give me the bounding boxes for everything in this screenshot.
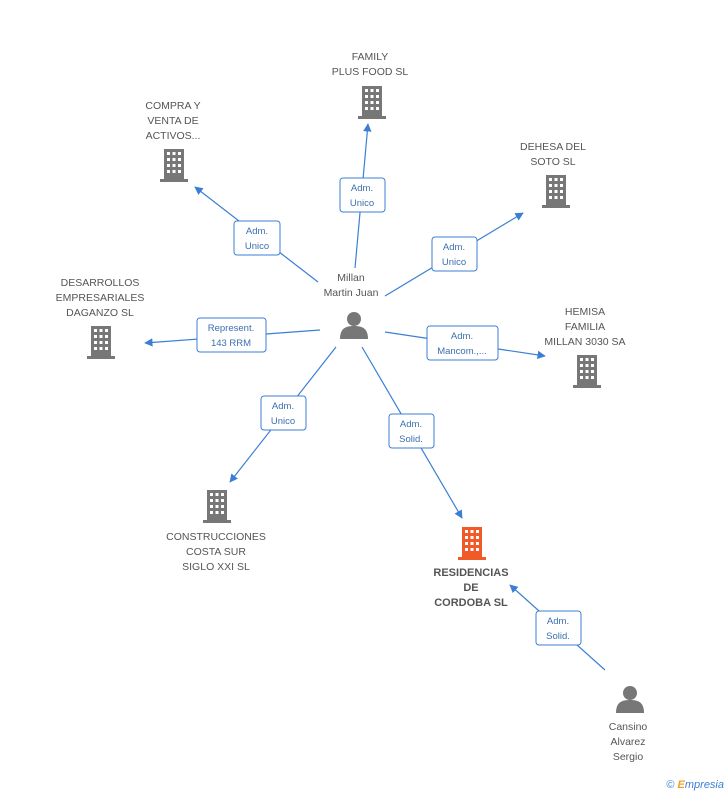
svg-text:FAMILY: FAMILY	[352, 51, 389, 63]
svg-text:SIGLO XXI SL: SIGLO XXI SL	[182, 561, 250, 573]
svg-text:COSTA SUR: COSTA SUR	[186, 546, 246, 558]
svg-text:COMPRA Y: COMPRA Y	[145, 100, 200, 112]
svg-text:PLUS FOOD SL: PLUS FOOD SL	[332, 66, 409, 78]
svg-text:RESIDENCIAS: RESIDENCIAS	[433, 567, 508, 579]
svg-text:Martin Juan: Martin Juan	[324, 287, 379, 299]
svg-text:Cansino: Cansino	[609, 721, 648, 733]
svg-text:Adm.: Adm.	[443, 242, 465, 253]
edge-label-family[interactable]: Adm. Unico	[339, 177, 386, 213]
edge-label-dehesa[interactable]: Adm. Unico	[431, 236, 478, 272]
svg-text:Unico: Unico	[350, 198, 374, 209]
person-icon	[616, 686, 644, 713]
svg-text:HEMISA: HEMISA	[565, 306, 605, 318]
building-icon	[203, 490, 231, 523]
edge-label-hemisa[interactable]: Adm. Mancom.,...	[426, 325, 499, 361]
node-desarrollos-daganzo[interactable]: DESARROLLOS EMPRESARIALES DAGANZO SL	[56, 277, 145, 359]
svg-text:Unico: Unico	[271, 416, 295, 427]
svg-text:CONSTRUCCIONES: CONSTRUCCIONES	[166, 531, 266, 543]
svg-text:VENTA DE: VENTA DE	[147, 115, 198, 127]
svg-text:Adm.: Adm.	[246, 226, 268, 237]
edge-label-desarrollos[interactable]: Represent. 143 RRM	[196, 317, 267, 353]
node-cansino-alvarez-sergio[interactable]: Cansino Alvarez Sergio	[609, 686, 648, 763]
svg-text:Solid.: Solid.	[546, 631, 570, 642]
svg-text:MILLAN 3030 SA: MILLAN 3030 SA	[544, 336, 625, 348]
svg-text:FAMILIA: FAMILIA	[565, 321, 605, 333]
edge-label-cansino[interactable]: Adm. Solid.	[535, 610, 582, 646]
svg-text:Unico: Unico	[442, 257, 466, 268]
node-hemisa[interactable]: HEMISA FAMILIA MILLAN 3030 SA	[544, 306, 626, 388]
edge-label-residencias[interactable]: Adm. Solid.	[388, 413, 435, 449]
building-icon	[573, 355, 601, 388]
svg-text:Adm.: Adm.	[351, 183, 373, 194]
svg-text:DEHESA DEL: DEHESA DEL	[520, 141, 586, 153]
svg-text:Mancom.,...: Mancom.,...	[437, 346, 487, 357]
building-icon	[87, 326, 115, 359]
svg-text:CORDOBA SL: CORDOBA SL	[434, 597, 508, 609]
svg-text:DESARROLLOS: DESARROLLOS	[61, 277, 140, 289]
svg-text:DAGANZO SL: DAGANZO SL	[66, 307, 134, 319]
empresia-credit[interactable]: © Empresia	[666, 779, 724, 791]
building-icon	[160, 149, 188, 182]
svg-text:143 RRM: 143 RRM	[211, 338, 251, 349]
node-millan-martin-juan[interactable]: Millan Martin Juan	[324, 272, 379, 339]
svg-text:Adm.: Adm.	[272, 401, 294, 412]
svg-text:Unico: Unico	[245, 241, 269, 252]
svg-text:Adm.: Adm.	[451, 331, 473, 342]
svg-text:EMPRESARIALES: EMPRESARIALES	[56, 292, 145, 304]
svg-text:SOTO SL: SOTO SL	[530, 156, 575, 168]
svg-text:Millan: Millan	[337, 272, 365, 284]
svg-text:DE: DE	[463, 582, 478, 594]
brand-name: mpresia	[684, 779, 724, 791]
node-residencias-de-cordoba[interactable]: RESIDENCIAS DE CORDOBA SL	[433, 527, 509, 609]
svg-text:ACTIVOS...: ACTIVOS...	[146, 130, 201, 142]
svg-text:Represent.: Represent.	[208, 323, 254, 334]
node-dehesa-del-soto[interactable]: DEHESA DEL SOTO SL	[520, 141, 586, 208]
building-icon	[542, 175, 570, 208]
node-construcciones-costa-sur[interactable]: CONSTRUCCIONES COSTA SUR SIGLO XXI SL	[166, 490, 266, 573]
svg-text:Adm.: Adm.	[547, 616, 569, 627]
building-icon	[458, 527, 486, 560]
building-icon	[358, 86, 386, 119]
edge-label-compra[interactable]: Adm. Unico	[233, 220, 281, 256]
svg-text:Alvarez: Alvarez	[610, 736, 645, 748]
node-compra-venta[interactable]: COMPRA Y VENTA DE ACTIVOS...	[145, 100, 201, 182]
brand-initial: E	[677, 779, 685, 791]
edge-label-construcciones[interactable]: Adm. Unico	[260, 395, 307, 431]
copyright-symbol: ©	[666, 779, 675, 791]
svg-text:Solid.: Solid.	[399, 434, 423, 445]
person-icon	[340, 312, 368, 339]
svg-text:Sergio: Sergio	[613, 751, 644, 763]
svg-text:Adm.: Adm.	[400, 419, 422, 430]
node-family-plus-food[interactable]: FAMILY PLUS FOOD SL	[332, 51, 409, 119]
